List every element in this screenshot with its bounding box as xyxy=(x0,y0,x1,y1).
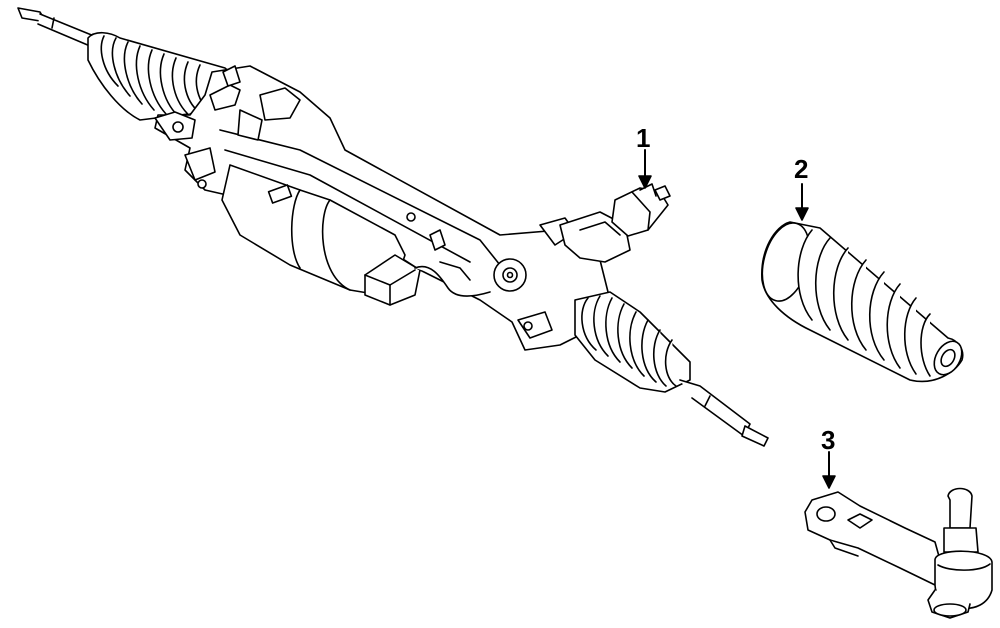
callout-2-leader xyxy=(795,183,809,221)
callout-1-leader xyxy=(638,149,652,189)
callout-3-label: 3 xyxy=(821,425,836,455)
left-inner-tie-rod xyxy=(17,7,95,47)
rack-housing xyxy=(154,65,671,351)
right-boot xyxy=(574,291,691,393)
steering-gear-assembly xyxy=(17,7,769,447)
boot-kit xyxy=(761,221,964,383)
left-boot xyxy=(87,31,232,121)
outer-tie-rod-end xyxy=(804,487,993,619)
callout-3-leader xyxy=(822,451,836,489)
callout-1-label: 1 xyxy=(636,123,651,153)
right-inner-tie-rod xyxy=(679,379,769,447)
callout-2-label: 2 xyxy=(794,154,809,184)
